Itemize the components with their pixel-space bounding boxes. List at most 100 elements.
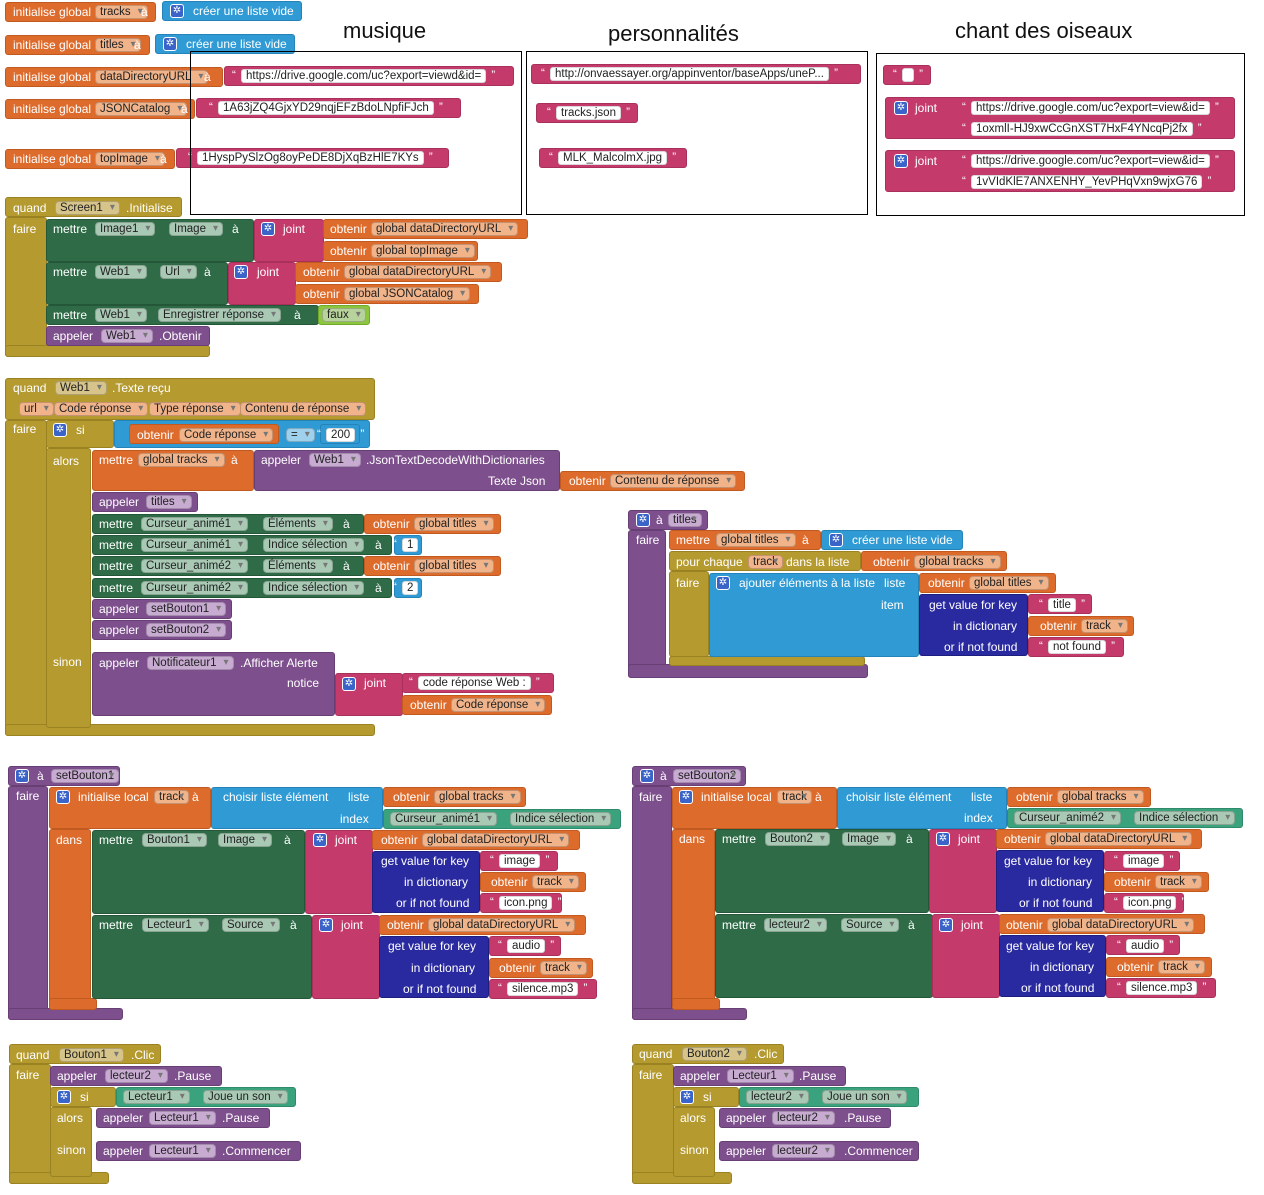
component-dropdown[interactable]: Bouton1 (59, 1048, 124, 1062)
component-dropdown[interactable]: Lecteur1 (142, 918, 209, 932)
dict-lookup-block[interactable] (379, 936, 489, 998)
choose-item-block[interactable] (211, 787, 383, 829)
component-dropdown[interactable]: lecteur2 (772, 1144, 835, 1158)
property-dropdown[interactable]: Enregistrer réponse (158, 308, 281, 322)
text-value[interactable]: not found (1039, 640, 1115, 654)
variable-dropdown[interactable]: Code réponse (451, 698, 546, 712)
property-dropdown[interactable]: Indice sélection (263, 581, 365, 595)
gear-icon[interactable]: ✲ (313, 833, 327, 847)
gear-icon[interactable]: ✲ (15, 769, 29, 783)
text-value[interactable]: icon.png (490, 896, 562, 910)
dict-lookup-block[interactable] (996, 850, 1104, 912)
empty-list-block[interactable] (162, 1, 302, 21)
component-dropdown[interactable]: Bouton2 (765, 832, 830, 846)
component-dropdown[interactable]: lecteur2 (772, 1111, 835, 1125)
property-dropdown[interactable]: Indice sélection (1134, 811, 1236, 825)
component-dropdown[interactable]: Bouton1 (142, 833, 207, 847)
call-decode-block[interactable] (254, 450, 560, 491)
gear-icon[interactable]: ✲ (679, 790, 693, 804)
gear-icon[interactable]: ✲ (716, 576, 730, 590)
dict-lookup-block[interactable] (999, 935, 1106, 997)
global-name-tracks[interactable]: tracks (95, 5, 148, 19)
procedure-name[interactable]: setBouton2 (673, 769, 742, 783)
text-value[interactable]: https://drive.google.com/uc?export=viewd… (232, 69, 496, 83)
gear-icon[interactable]: ✲ (342, 677, 356, 691)
variable-dropdown[interactable]: global dataDirectoryURL (1047, 918, 1195, 932)
variable-dropdown[interactable]: global dataDirectoryURL (371, 222, 519, 236)
variable-dropdown[interactable]: track (1155, 875, 1202, 889)
text-value[interactable]: title (1039, 598, 1085, 612)
text-value[interactable]: 1vVIdKlE7ANXENHY_YevPHqVxn9wjxG76 (962, 175, 1212, 189)
property-dropdown[interactable]: Url (160, 265, 197, 279)
variable-dropdown[interactable]: global dataDirectoryURL (422, 833, 570, 847)
gear-icon[interactable]: ✲ (936, 832, 950, 846)
component-dropdown[interactable]: Lecteur1 (123, 1090, 190, 1104)
local-variable[interactable]: track (777, 790, 812, 804)
component-dropdown[interactable]: Web1 (101, 329, 153, 343)
text-value[interactable]: 1HyspPySlzOg8oyPeDE8DjXqBzHlE7KYs (188, 151, 432, 165)
param-content[interactable]: Contenu de réponse (240, 402, 367, 416)
variable-dropdown[interactable]: Contenu de réponse (610, 474, 737, 488)
component-dropdown[interactable]: Curseur_animé2 (141, 581, 249, 595)
text-value[interactable]: 1A63jZQ4GjxYD29nqjEFzBdoLNpfiFJch (209, 101, 443, 115)
operator-dropdown[interactable]: = (286, 428, 315, 442)
number-value[interactable]: 1 (393, 538, 428, 552)
component-dropdown[interactable]: Lecteur1 (149, 1144, 216, 1158)
empty-list-block[interactable] (821, 530, 963, 550)
param-code[interactable]: Code réponse (54, 402, 149, 416)
text-value[interactable]: http://onvaessayer.org/appinventor/baseA… (541, 67, 838, 81)
param-url[interactable]: url (19, 402, 54, 416)
local-variable[interactable]: track (154, 790, 189, 804)
global-name-jsoncatalog[interactable]: JSONCatalog (95, 102, 188, 116)
choose-item-block[interactable] (837, 787, 1007, 829)
variable-dropdown[interactable]: track (540, 961, 587, 975)
component-dropdown[interactable]: Web1 (55, 381, 107, 395)
property-dropdown[interactable]: Image (218, 833, 272, 847)
text-value[interactable]: silence.mp3 (498, 982, 588, 996)
component-dropdown[interactable]: lecteur2 (764, 918, 827, 932)
gear-icon[interactable]: ✲ (163, 37, 177, 51)
component-dropdown[interactable]: Bouton2 (682, 1047, 747, 1061)
property-dropdown[interactable]: Éléments (263, 517, 333, 531)
variable-dropdown[interactable]: global dataDirectoryURL (1045, 832, 1193, 846)
loop-variable[interactable]: track (748, 555, 783, 569)
boolean-dropdown[interactable]: faux (322, 308, 366, 322)
global-name-titles[interactable]: titles (95, 38, 141, 52)
component-dropdown[interactable]: Curseur_animé1 (390, 812, 498, 826)
property-dropdown[interactable]: Image (842, 832, 896, 846)
variable-dropdown[interactable]: global topImage (371, 244, 475, 258)
number-value[interactable]: 200 (317, 428, 364, 442)
dict-lookup-block[interactable] (919, 594, 1028, 656)
component-dropdown[interactable]: Curseur_animé2 (141, 559, 249, 573)
gear-icon[interactable]: ✲ (894, 101, 908, 115)
variable-dropdown[interactable]: global tracks (138, 453, 225, 467)
gear-icon[interactable]: ✲ (261, 222, 275, 236)
text-value[interactable]: MLK_MalcolmX.jpg (549, 151, 676, 165)
gear-icon[interactable]: ✲ (894, 154, 908, 168)
property-dropdown[interactable]: Indice sélection (510, 812, 612, 826)
variable-dropdown[interactable]: global dataDirectoryURL (428, 918, 576, 932)
text-value[interactable]: icon.png (1114, 896, 1186, 910)
component-dropdown[interactable]: Notificateur1 (147, 656, 234, 670)
text-value[interactable] (893, 68, 923, 82)
component-dropdown[interactable]: Curseur_animé1 (141, 538, 249, 552)
procedure-dropdown[interactable]: setBouton1 (146, 602, 227, 616)
gear-icon[interactable]: ✲ (640, 769, 654, 783)
gear-icon[interactable]: ✲ (170, 4, 184, 18)
add-items-block[interactable] (709, 573, 919, 657)
component-dropdown[interactable]: Lecteur1 (149, 1111, 216, 1125)
component-dropdown[interactable]: Image1 (95, 222, 156, 236)
gear-icon[interactable]: ✲ (319, 918, 333, 932)
text-value[interactable]: code réponse Web : (409, 676, 539, 690)
empty-list-block[interactable] (155, 34, 295, 54)
variable-dropdown[interactable]: global JSONCatalog (344, 287, 471, 301)
component-dropdown[interactable]: Screen1 (55, 201, 120, 215)
component-dropdown[interactable]: Lecteur1 (727, 1069, 794, 1083)
property-dropdown[interactable]: Image (169, 222, 223, 236)
variable-dropdown[interactable]: global tracks (914, 555, 1001, 569)
property-dropdown[interactable]: Indice sélection (263, 538, 365, 552)
text-value[interactable]: https://drive.google.com/uc?export=view&… (962, 154, 1219, 168)
text-value[interactable]: tracks.json (547, 106, 630, 120)
gear-icon[interactable]: ✲ (680, 1090, 694, 1104)
gear-icon[interactable]: ✲ (829, 533, 843, 547)
